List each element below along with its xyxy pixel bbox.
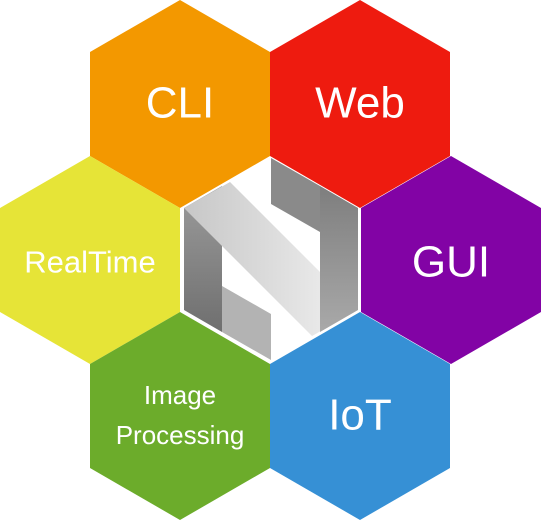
hex-realtime-shape [0,156,180,364]
hex-web: Web [270,0,450,208]
hex-image-processing: Image Processing [90,312,270,520]
hex-image-processing-shape [90,312,270,520]
n-facet-bottom-icon [222,286,271,360]
hex-cli-label: CLI [146,79,214,128]
hex-realtime: RealTime [0,156,180,364]
hex-cli-shape [90,0,270,208]
n-right-stroke-icon [320,186,358,332]
hex-web-shape [270,0,450,208]
hex-realtime-label: RealTime [24,245,156,280]
center-logo [184,158,358,360]
hex-gui-label: GUI [412,238,490,287]
hex-cli: CLI [90,0,270,208]
hex-iot: IoT [270,312,450,520]
hex-iot-label: IoT [328,391,392,440]
hex-web-label: Web [315,79,405,128]
hex-image-label-line1: Image [144,380,216,410]
hex-iot-shape [270,312,450,520]
hex-gui-shape [361,156,541,364]
n-facet-top-icon [271,158,320,232]
hex-image-label-line2: Processing [116,420,245,450]
n-diagonal-stroke-icon [184,182,358,336]
hex-gui: GUI [361,156,541,364]
